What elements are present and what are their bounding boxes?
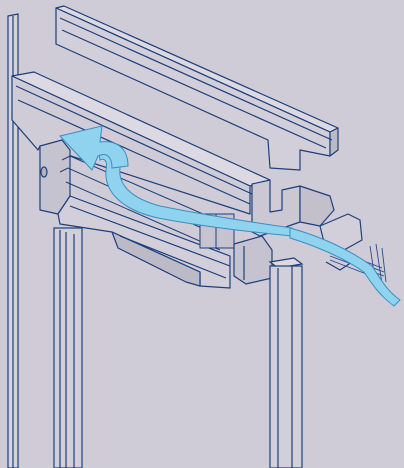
right-sash-stile (268, 257, 304, 468)
left-sash-stile (53, 227, 83, 468)
mid-block (233, 235, 273, 285)
housing-line-1 (69, 205, 231, 267)
upper-frame-groove-2 (61, 29, 327, 149)
upper-frame-profile (55, 5, 339, 171)
upper-frame-side-face (329, 127, 339, 157)
left-stile-outer (53, 227, 83, 468)
mounting-block (251, 179, 301, 237)
airflow-exit-stream (289, 227, 401, 307)
lower-housing (57, 195, 231, 289)
right-stile-outer (269, 265, 303, 468)
airflow-arrow-tail (97, 144, 293, 237)
right-mounting-profile (233, 179, 363, 285)
brush-bristle (381, 247, 387, 283)
ventilator-ridge-1 (15, 85, 253, 195)
brush-bristle (375, 243, 383, 285)
housing-lower-lip (111, 231, 201, 287)
upper-frame-groove-1 (59, 17, 333, 141)
ventilator-ridge-2 (17, 99, 251, 205)
end-cap-screw-icon (40, 166, 48, 178)
curved-airflow-arrow-icon (59, 125, 401, 307)
airflow-arrow-head (59, 125, 129, 171)
housing-line-2 (119, 235, 227, 279)
left-frame-jamb (7, 13, 19, 468)
bracket-top (299, 185, 335, 227)
channel-slot-inner (65, 181, 221, 251)
